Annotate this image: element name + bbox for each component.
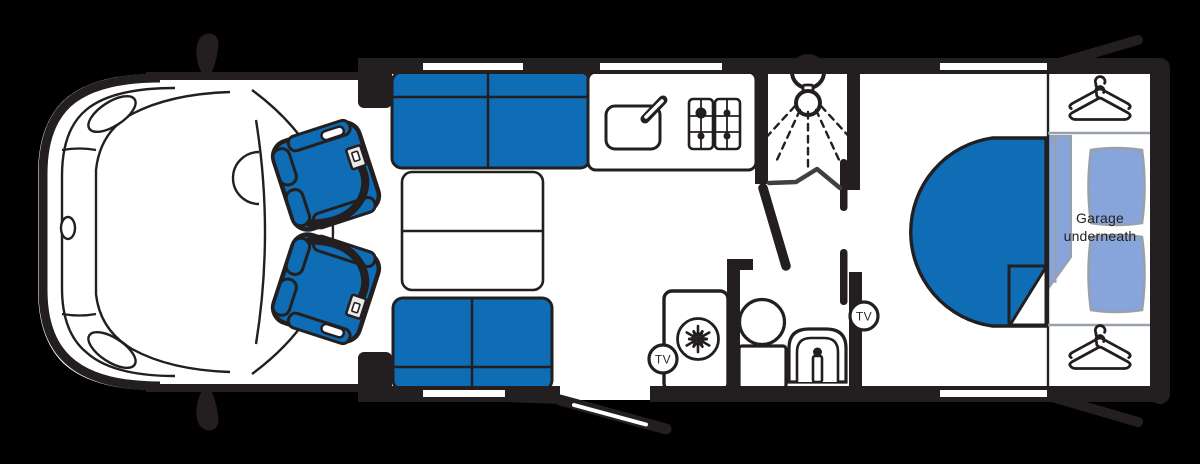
burner-small-2 xyxy=(723,109,731,117)
tv-label-galley: TV xyxy=(655,353,671,367)
lounge xyxy=(390,70,592,392)
garage-label: Garage underneath xyxy=(1064,210,1137,244)
cab-bonnet-line xyxy=(94,90,231,374)
bedroom-wall-lower xyxy=(849,272,862,392)
tv-point-galley: TV xyxy=(647,343,679,375)
tv-point-bedroom: TV xyxy=(848,300,880,332)
toilet-icon xyxy=(787,327,848,384)
cab-front-outline xyxy=(38,73,161,391)
basin-pedestal xyxy=(737,344,788,390)
toilet-hinge xyxy=(811,354,824,384)
cab-bonnet-connector-top xyxy=(61,147,97,152)
garage-label-line1: Garage xyxy=(1076,210,1124,226)
cab-body xyxy=(38,74,362,390)
shower-wall-right xyxy=(847,58,860,190)
duvet-fold-corner xyxy=(1008,265,1048,327)
burner-small-3 xyxy=(723,132,731,140)
rear-hatch-top-open xyxy=(1047,35,1143,70)
snowflake-icon xyxy=(676,317,720,361)
spray-5 xyxy=(819,104,857,145)
headlight-bottom xyxy=(87,330,137,370)
window-top-bedroom xyxy=(940,63,1047,70)
entry-door-stripe xyxy=(572,403,648,427)
washroom-door-open xyxy=(758,183,791,271)
entry-wall-wedge xyxy=(505,386,562,404)
doors xyxy=(505,35,1143,435)
cab xyxy=(38,33,362,431)
tap-icon-inner xyxy=(644,99,664,119)
headlight-top xyxy=(87,94,137,134)
shower-wall-left xyxy=(755,58,768,184)
tv-label-bedroom: TV xyxy=(856,310,872,324)
wing-mirror-bottom-icon xyxy=(196,388,219,431)
tv-circle-galley xyxy=(647,343,679,375)
steering-wheel-icon xyxy=(231,150,260,206)
bedroom xyxy=(909,135,1146,328)
wall-step-bottom xyxy=(358,352,392,394)
spray-3 xyxy=(814,108,842,164)
island-bed xyxy=(909,136,1048,328)
rear-wardrobes xyxy=(1046,74,1152,386)
shower-room xyxy=(758,83,857,271)
shower-spray-lines xyxy=(759,104,857,172)
window-top-lounge xyxy=(423,63,523,70)
burner-large xyxy=(695,107,707,119)
dashboard-line xyxy=(254,119,267,345)
sofa xyxy=(390,70,592,170)
window-top-kitchen xyxy=(600,63,722,70)
pillow-bottom xyxy=(1087,233,1146,314)
washroom-wall-left-foot xyxy=(727,259,753,270)
sliding-door-bar-lower xyxy=(840,249,848,305)
fuel-cap-icon xyxy=(59,215,77,241)
pillow-top xyxy=(1087,146,1146,227)
toilet-flush-dot xyxy=(813,347,822,357)
kitchen xyxy=(586,70,758,172)
spray-4 xyxy=(759,104,797,145)
windscreen-line xyxy=(251,89,335,375)
snowflake-arm-3 xyxy=(685,330,711,348)
basin-icon xyxy=(737,297,787,347)
cab-bonnet-connector-bottom xyxy=(61,312,97,317)
fridge xyxy=(662,289,730,393)
snowflake-ring xyxy=(676,317,720,361)
hob-icon xyxy=(687,97,742,151)
wing-mirror-top-icon xyxy=(196,33,219,76)
tv-circle-bedroom xyxy=(848,300,880,332)
bifold-shower-door xyxy=(766,166,843,191)
washroom-wall-left xyxy=(727,259,740,392)
cab-roofline-bottom xyxy=(146,384,360,392)
window-bottom-lounge xyxy=(423,390,528,397)
cab-roofline-top xyxy=(146,72,360,80)
sliding-door-bar-upper xyxy=(840,159,848,211)
hob-grid-lines xyxy=(690,100,739,148)
rear-hatch-bottom-open xyxy=(1047,392,1143,427)
wall-bottom-right xyxy=(650,386,1158,402)
burner-small-1 xyxy=(697,132,705,140)
wall-rear xyxy=(1150,58,1170,404)
garage-label-line2: underneath xyxy=(1064,228,1137,244)
spray-2 xyxy=(774,108,802,164)
window-bottom-bedroom xyxy=(940,390,1047,397)
